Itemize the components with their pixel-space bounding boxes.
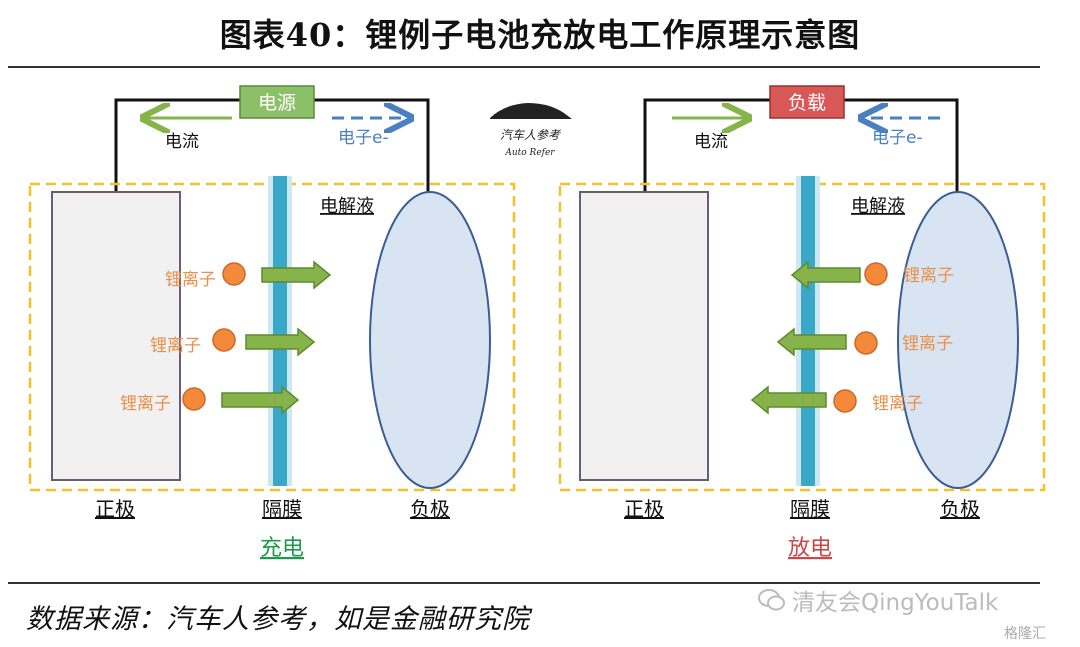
- charge-ion-arrow-1: [261, 260, 332, 290]
- discharge-ion-3: [833, 389, 857, 413]
- load-box: [769, 85, 845, 119]
- charge-ion-arrow-2: [245, 327, 316, 357]
- charge-separator-label: 隔膜: [262, 497, 302, 521]
- top-rule: [8, 66, 1040, 68]
- discharge-ion-1: [864, 262, 888, 286]
- wechat-icon: [758, 589, 785, 611]
- watermark-secondary: 格隆汇: [1004, 626, 1046, 642]
- power-source-label: 电源: [258, 92, 296, 114]
- charge-negative-electrode: [369, 191, 491, 489]
- figure-title: 图表40：锂例子电池充放电工作原理示意图: [219, 16, 861, 54]
- charge-ion-arrow-3: [221, 385, 300, 415]
- charge-mode-label: 充电: [260, 536, 304, 561]
- watermark: 清友会QingYouTalk: [758, 583, 998, 617]
- car-silhouette-icon: [490, 103, 572, 119]
- discharge-panel: 负载 电流 电子e- 电解液 锂离子 锂离子 锂离子 正极 隔膜 负极 放电: [558, 85, 1046, 561]
- power-source-box: [239, 85, 315, 119]
- charge-ion-label-3: 锂离子: [120, 394, 171, 414]
- discharge-ion-arrow-2: [776, 327, 847, 357]
- logo-cn-text: 汽车人参考: [500, 128, 562, 142]
- discharge-ion-arrow-3: [750, 385, 827, 415]
- charge-ion-label-2: 锂离子: [150, 336, 201, 356]
- li-ion-diagram: 电源 电流 电子e- 电解液 锂离子 锂离子 锂离子 正极 隔膜 负极 充电: [28, 85, 1046, 561]
- charge-ion-2: [212, 328, 236, 352]
- charge-positive-label: 正极: [95, 497, 135, 521]
- source-note: 数据来源：汽车人参考，如是金融研究院: [26, 604, 530, 635]
- charge-electrolyte-label: 电解液: [320, 196, 374, 217]
- charge-current-label: 电流: [165, 132, 199, 152]
- auto-refer-logo: 汽车人参考 Auto Refer: [490, 103, 572, 158]
- charge-negative-label: 负极: [410, 497, 450, 521]
- discharge-positive-electrode: [579, 191, 709, 481]
- discharge-positive-label: 正极: [624, 497, 664, 521]
- discharge-ion-label-3: 锂离子: [872, 394, 923, 414]
- discharge-ion-arrow-1: [790, 260, 861, 290]
- discharge-separator-core: [801, 176, 815, 486]
- discharge-current-label: 电流: [694, 132, 728, 152]
- bottom-rule: [8, 582, 1040, 584]
- logo-en-text: Auto Refer: [504, 148, 555, 158]
- discharge-ion-label-1: 锂离子: [903, 266, 954, 286]
- watermark-text: 清友会QingYouTalk: [792, 590, 999, 616]
- discharge-separator-label: 隔膜: [790, 497, 830, 521]
- charge-ion-label-1: 锂离子: [165, 270, 216, 290]
- charge-positive-electrode: [51, 191, 181, 481]
- charge-electron-label: 电子e-: [338, 128, 389, 148]
- load-label: 负载: [788, 92, 826, 114]
- discharge-ion-2: [854, 331, 878, 355]
- discharge-negative-label: 负极: [940, 497, 980, 521]
- discharge-electrolyte-label: 电解液: [851, 196, 905, 217]
- discharge-electron-label: 电子e-: [872, 128, 923, 148]
- charge-ion-3: [182, 387, 206, 411]
- charge-ion-1: [222, 262, 246, 286]
- charge-panel: 电源 电流 电子e- 电解液 锂离子 锂离子 锂离子 正极 隔膜 负极 充电: [28, 85, 516, 561]
- charge-separator-core: [273, 176, 287, 486]
- discharge-ion-label-2: 锂离子: [902, 334, 953, 354]
- discharge-mode-label: 放电: [788, 536, 832, 561]
- discharge-negative-electrode: [897, 191, 1019, 489]
